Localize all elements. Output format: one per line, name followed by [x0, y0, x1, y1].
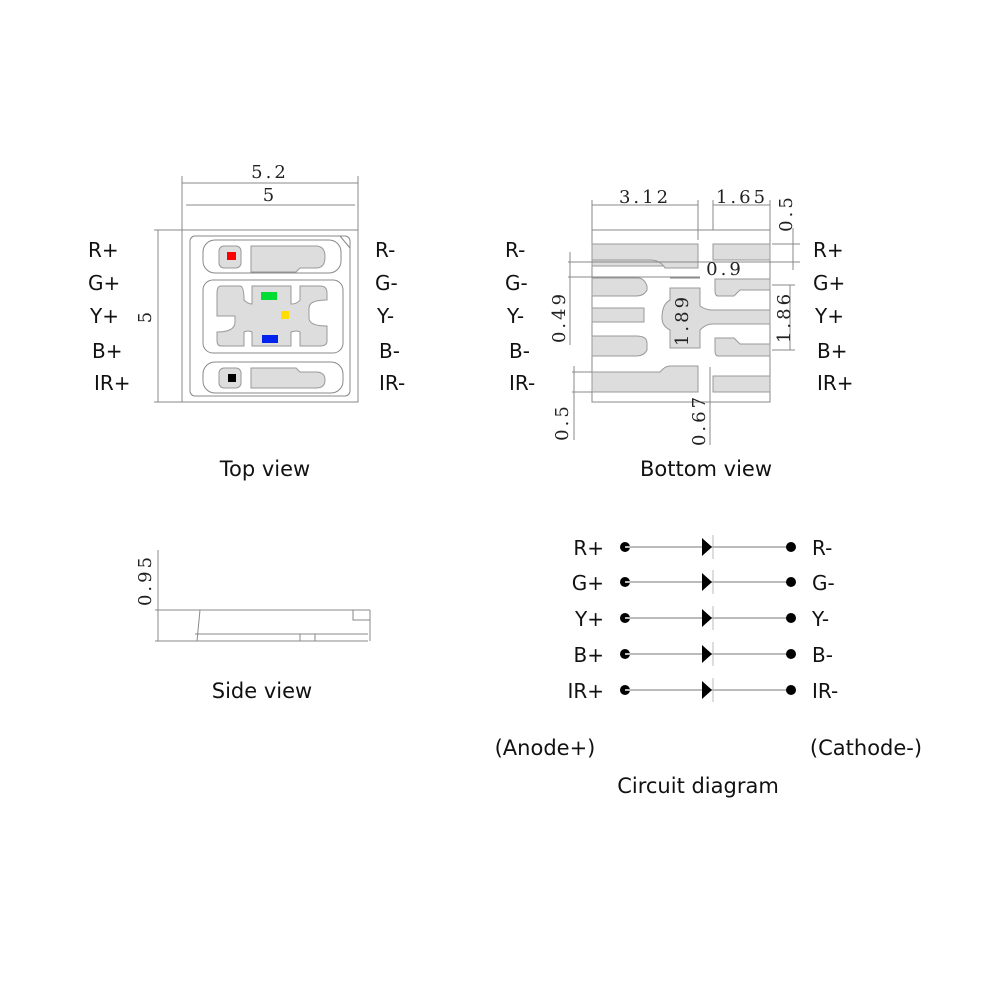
dim-0-5-bottom: 0.5 [552, 403, 573, 441]
diode-symbol [702, 538, 712, 556]
blue-chip [262, 335, 278, 343]
top-view: 5.2 5 5 R+ G+ Y+ B+ IR+ R- G- Y- B- IR- … [88, 162, 405, 481]
green-chip [261, 292, 277, 300]
bottom-right-label: B+ [817, 339, 847, 363]
anode-pin-label: G+ [572, 571, 604, 595]
side-view: 0.95 Side view [135, 550, 371, 703]
cathode-label: (Cathode-) [810, 736, 922, 760]
dim-1-86: 1.86 [774, 291, 795, 343]
dim-5-height: 5 [135, 309, 156, 323]
cathode-pin-label: Y- [811, 607, 829, 631]
cathode-terminal [786, 649, 796, 659]
yellow-chip [281, 311, 289, 319]
cathode-pin-label: IR- [812, 679, 838, 703]
bottom-left-label: Y- [506, 304, 524, 328]
top-right-label: B- [379, 339, 400, 363]
bottom-view: 3.12 1.65 0.5 0.9 0.49 1.89 1.86 0.5 0.6… [505, 187, 854, 481]
dim-1-89: 1.89 [672, 294, 693, 346]
top-left-label: B+ [92, 339, 122, 363]
red-chip [227, 252, 236, 260]
cathode-terminal [786, 542, 796, 552]
circuit-diagram: R+ R- G+ G- Y+ Y- B+ B- IR+ IR- [567, 535, 838, 703]
anode-label: (Anode+) [495, 736, 596, 760]
anode-pin-label: R+ [573, 536, 604, 560]
diode-symbol [702, 645, 712, 663]
cathode-terminal [786, 613, 796, 623]
circuit-row: G+ G- [572, 570, 835, 595]
diode-symbol [702, 609, 712, 627]
dim-3-12: 3.12 [619, 187, 671, 208]
cathode-terminal [786, 577, 796, 587]
circuit-caption: Circuit diagram [617, 774, 779, 798]
circuit-row: Y+ Y- [574, 606, 829, 631]
bottom-left-label: IR- [509, 371, 535, 395]
bottom-view-caption: Bottom view [640, 457, 772, 481]
diode-symbol [702, 681, 712, 699]
bottom-right-label: IR+ [817, 371, 854, 395]
top-right-label: G- [375, 271, 398, 295]
circuit-row: R+ R- [573, 535, 832, 560]
cathode-pin-label: R- [812, 536, 832, 560]
bottom-right-label: R+ [813, 238, 844, 262]
top-left-label: IR+ [94, 371, 131, 395]
side-view-caption: Side view [212, 679, 312, 703]
dim-5-2: 5.2 [251, 162, 289, 183]
cathode-pin-label: G- [812, 571, 835, 595]
dim-5-width: 5 [263, 185, 277, 206]
anode-pin-label: Y+ [574, 607, 604, 631]
circuit-row: IR+ IR- [567, 678, 838, 703]
anode-pin-label: B+ [574, 643, 604, 667]
circuit-row: B+ B- [574, 642, 833, 667]
dim-0-9: 0.9 [706, 259, 744, 280]
dim-0-95: 0.95 [135, 554, 156, 606]
dim-0-49: 0.49 [549, 291, 570, 343]
top-right-label: Y- [376, 304, 394, 328]
top-left-label: R+ [88, 238, 119, 262]
dim-1-65: 1.65 [716, 187, 768, 208]
top-right-label: R- [375, 238, 395, 262]
cathode-pin-label: B- [812, 643, 833, 667]
ir-chip [228, 374, 236, 382]
dim-0-5-top: 0.5 [776, 194, 797, 232]
bottom-left-label: R- [505, 238, 525, 262]
bottom-left-label: B- [509, 339, 530, 363]
anode-pin-label: IR+ [567, 679, 604, 703]
cathode-terminal [786, 685, 796, 695]
dim-0-67: 0.67 [689, 394, 710, 446]
top-right-label: IR- [379, 371, 405, 395]
top-view-caption: Top view [219, 457, 310, 481]
bottom-right-label: G+ [813, 271, 845, 295]
bottom-left-label: G- [505, 271, 528, 295]
bottom-right-label: Y+ [814, 304, 844, 328]
top-left-label: Y+ [89, 304, 119, 328]
top-left-label: G+ [88, 271, 120, 295]
diode-symbol [702, 573, 712, 591]
